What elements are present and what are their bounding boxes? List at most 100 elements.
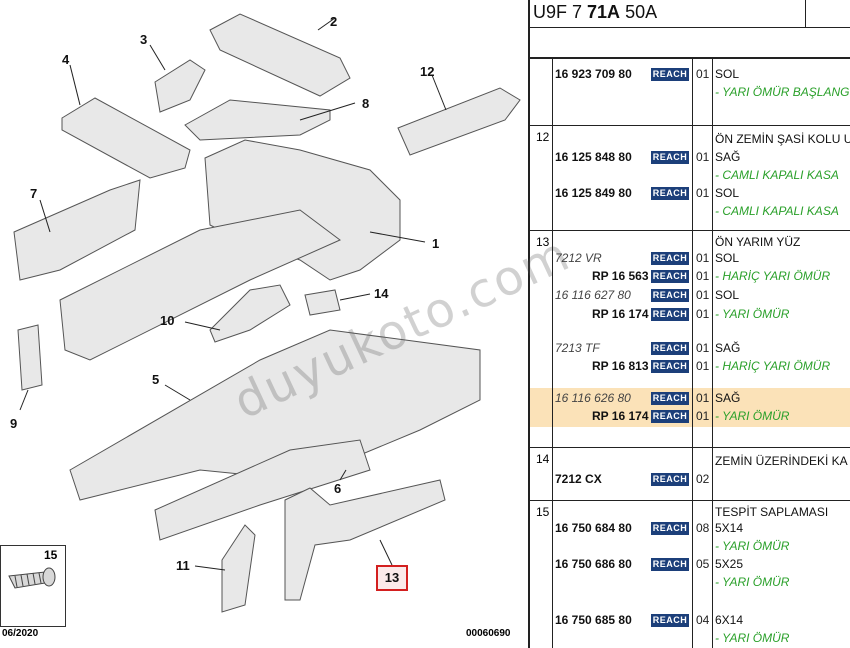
model-code-prefix: U9F 7 <box>533 2 588 22</box>
model-code-suffix: 50A <box>620 2 658 22</box>
table-row[interactable]: - YARI ÖMÜR <box>530 575 850 593</box>
parts-drawing <box>13 13 521 613</box>
group-number: 12 <box>536 130 550 144</box>
table-row[interactable]: ÖN ZEMİN ŞASİ KOLU U <box>530 132 850 150</box>
callout-4[interactable]: 4 <box>62 52 70 67</box>
part-note: - HARİÇ YARI ÖMÜR <box>715 269 831 283</box>
part-number-old: 16 116 627 80 <box>555 288 631 302</box>
table-row[interactable]: - CAMLI KAPALI KASA <box>530 168 850 186</box>
part-number-old: 7213 TF <box>555 341 600 355</box>
part-note: - YARI ÖMÜR <box>715 539 790 553</box>
callout-2[interactable]: 2 <box>330 14 338 29</box>
part-number: 16 750 686 80 <box>555 557 632 571</box>
divider <box>692 58 693 648</box>
group-title: ÖN ZEMİN ŞASİ KOLU U <box>715 132 850 146</box>
table-row[interactable]: 7212 CX REACH 02 <box>530 472 850 490</box>
part-description: SOL <box>715 67 740 81</box>
table-row[interactable]: - YARI ÖMÜR <box>530 631 850 648</box>
reach-badge: REACH <box>651 473 689 486</box>
part-note: - HARİÇ YARI ÖMÜR <box>715 359 831 373</box>
part-15-inset <box>0 545 66 627</box>
table-row[interactable]: TESPİT SAPLAMASI <box>530 505 850 523</box>
table-row[interactable]: - YARI ÖMÜR <box>530 539 850 557</box>
callout-5[interactable]: 5 <box>152 372 160 387</box>
model-code-bold: 71A <box>587 2 621 22</box>
reach-badge: REACH <box>651 187 689 200</box>
callout-13-highlighted[interactable]: 13 <box>376 565 408 591</box>
reach-badge: REACH <box>651 289 689 302</box>
callout-6[interactable]: 6 <box>334 481 342 496</box>
table-row[interactable]: ZEMİN ÜZERİNDEKİ KA <box>530 454 850 472</box>
model-code: U9F 7 71A 50A <box>533 2 657 23</box>
part-number: 16 923 709 80 <box>555 67 632 81</box>
diagram-code: 00060690 <box>466 628 511 639</box>
part-number-old: 7212 VR <box>555 251 602 265</box>
quantity: 01 <box>696 307 710 321</box>
table-row[interactable]: ÖN YARIM YÜZ <box>530 235 850 253</box>
callout-3[interactable]: 3 <box>140 32 148 47</box>
callout-10[interactable]: 10 <box>160 313 175 328</box>
part-group: 12 ÖN ZEMİN ŞASİ KOLU U 16 125 848 80 REACH… <box>530 125 850 230</box>
divider <box>552 58 553 648</box>
group-title: TESPİT SAPLAMASI <box>715 505 829 519</box>
part-note: - YARI ÖMÜR BAŞLANG <box>715 85 850 99</box>
quantity: 04 <box>696 613 710 627</box>
callout-11[interactable]: 11 <box>176 558 190 573</box>
quantity: 01 <box>696 359 710 373</box>
quantity: 08 <box>696 521 710 535</box>
table-row[interactable]: - CAMLI KAPALI KASA <box>530 204 850 222</box>
part-number: 16 750 684 80 <box>555 521 632 535</box>
quantity: 01 <box>696 288 710 302</box>
quantity: 02 <box>696 472 710 486</box>
callout-15[interactable]: 15 <box>44 548 58 562</box>
reach-badge: REACH <box>651 614 689 627</box>
part-number: 7212 CX <box>555 472 602 486</box>
part-number: 16 125 848 80 <box>555 150 632 164</box>
part-description: SOL <box>715 251 740 265</box>
quantity: 01 <box>696 341 710 355</box>
divider <box>805 0 806 28</box>
part-note: - YARI ÖMÜR <box>715 575 790 589</box>
quantity: 01 <box>696 391 710 405</box>
part-note: - YARI ÖMÜR <box>715 409 790 423</box>
group-number: 13 <box>536 235 550 249</box>
quantity: 01 <box>696 409 710 423</box>
part-number: 16 750 685 80 <box>555 613 632 627</box>
highlighted-row <box>530 388 850 409</box>
reach-badge: REACH <box>651 360 689 373</box>
callout-7[interactable]: 7 <box>30 186 38 201</box>
callout-12[interactable]: 12 <box>420 64 435 79</box>
callout-14[interactable]: 14 <box>374 286 389 301</box>
reach-badge: REACH <box>651 392 689 405</box>
table-row[interactable]: - YARI ÖMÜR BAŞLANG <box>530 85 850 103</box>
reach-badge: REACH <box>651 151 689 164</box>
parts-diagram: 2 3 4 8 12 7 1 14 10 5 9 6 11 13 15 duyu… <box>0 0 579 648</box>
callout-8[interactable]: 8 <box>362 96 370 111</box>
divider <box>712 58 713 648</box>
table-subheader <box>530 28 850 58</box>
part-note: - CAMLI KAPALI KASA <box>715 168 839 182</box>
callout-1[interactable]: 1 <box>432 236 440 251</box>
reach-badge: REACH <box>651 308 689 321</box>
callout-9[interactable]: 9 <box>10 416 18 431</box>
quantity: 01 <box>696 186 710 200</box>
group-title: ÖN YARIM YÜZ <box>715 235 801 249</box>
